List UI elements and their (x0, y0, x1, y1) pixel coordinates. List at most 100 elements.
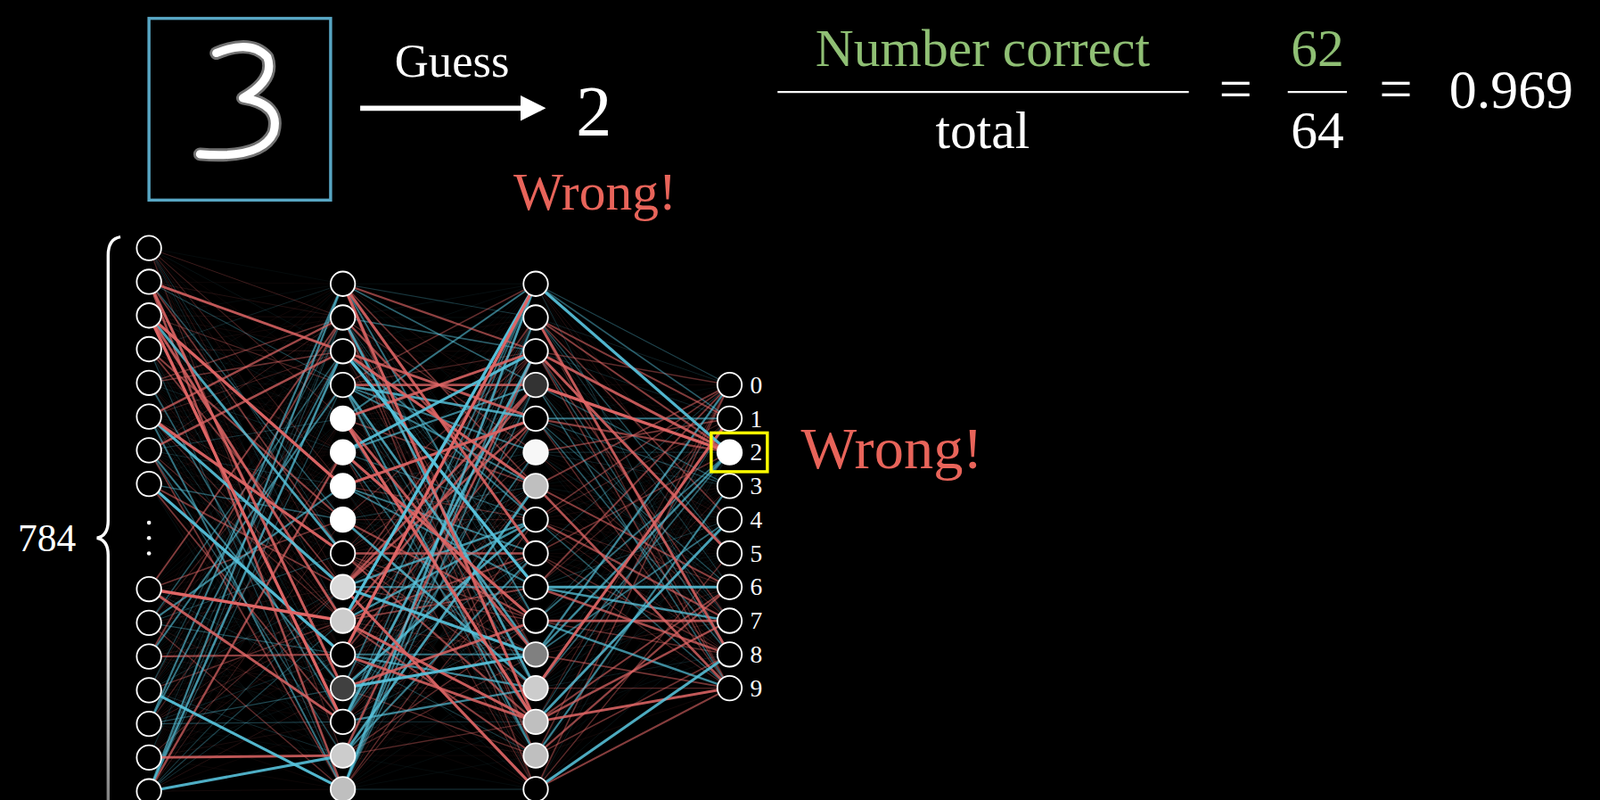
weight-line (343, 317, 536, 789)
weight-line (148, 622, 344, 789)
neuron (330, 742, 355, 767)
output-digit: 6 (749, 574, 763, 599)
input-brace (97, 237, 121, 800)
weight-line (535, 585, 731, 589)
weight-line (148, 484, 344, 655)
neuron (717, 607, 742, 632)
output-digit: 0 (749, 372, 763, 397)
weight-line (343, 283, 536, 688)
weight-line (535, 418, 731, 587)
weight-line (148, 416, 344, 553)
weight-line (535, 687, 731, 689)
weight-line (535, 519, 731, 655)
weight-line (535, 485, 731, 755)
neuron (330, 439, 355, 464)
weight-line (535, 385, 731, 723)
weight-line (148, 586, 344, 791)
weight-line (343, 519, 536, 689)
output-digit: 9 (749, 675, 763, 700)
weight-line (343, 385, 536, 655)
input-count: 784 (17, 518, 76, 558)
highlight-box (711, 432, 768, 472)
weight-line (535, 451, 731, 553)
weight-line (343, 754, 536, 756)
neuron (717, 372, 742, 397)
weight-line (535, 418, 731, 722)
weight-line (148, 247, 344, 621)
weight-line (343, 721, 536, 789)
weight-line (535, 385, 731, 486)
weight-line (343, 620, 536, 722)
neuron (136, 235, 161, 260)
wrong-label: Wrong! (513, 164, 677, 219)
total-count: 64 (1290, 104, 1345, 158)
weight-line (343, 283, 536, 318)
neuron (523, 776, 548, 800)
ellipsis-dot (147, 550, 152, 556)
neuron (523, 541, 548, 566)
neuron (330, 776, 355, 800)
weight-line (535, 317, 731, 452)
handwritten-digit-glow (199, 47, 275, 156)
neuron (136, 471, 161, 496)
weight-line (148, 281, 344, 755)
neuron (717, 541, 742, 566)
weight-line (148, 247, 344, 318)
ellipsis-dot (147, 520, 152, 526)
weight-line (535, 283, 731, 486)
neuron (136, 269, 161, 294)
accuracy-value: 0.969 (1449, 62, 1574, 118)
weight-line (343, 451, 536, 621)
neuron (330, 338, 355, 363)
neuron (523, 473, 548, 498)
weight-line (535, 586, 731, 789)
weight-line (148, 247, 344, 655)
neuron (523, 607, 548, 632)
weight-line (535, 385, 731, 453)
weight-line (148, 586, 344, 723)
weight-line (343, 283, 536, 789)
neuron (330, 507, 355, 532)
neuron (136, 437, 161, 462)
weight-line (148, 315, 344, 723)
neuron (330, 271, 355, 296)
weight-line (535, 485, 731, 587)
numerator-label: Number correct (815, 22, 1150, 76)
weight-line (535, 552, 731, 755)
weight-line (343, 351, 536, 520)
weight-line (535, 418, 731, 587)
neuron (523, 406, 548, 431)
wrong-label: Wrong! (801, 419, 984, 479)
output-digit: 2 (749, 439, 763, 464)
neuron (136, 303, 161, 328)
weight-line (535, 418, 731, 519)
weight-line (535, 451, 731, 621)
weight-line (148, 416, 344, 789)
neuron (523, 507, 548, 532)
weight-line (343, 283, 536, 755)
weight-line (535, 317, 731, 520)
weight-line (343, 283, 536, 755)
weight-line (148, 620, 344, 791)
weight-line (148, 315, 344, 486)
neuron (523, 439, 548, 464)
weight-line (535, 283, 731, 452)
weight-line (535, 519, 731, 789)
weight-line (343, 283, 536, 318)
guess-arrow (360, 105, 542, 111)
weight-line (343, 451, 536, 621)
weight-line (148, 788, 344, 791)
neuron (523, 304, 548, 329)
neuron (136, 778, 161, 800)
weight-line (343, 552, 536, 788)
output-digit: 3 (749, 473, 763, 498)
neuron (523, 271, 548, 296)
weight-line (343, 351, 536, 755)
weight-line (535, 654, 731, 789)
weight-line (148, 754, 344, 757)
output-digit: 8 (749, 641, 763, 666)
weight-line (535, 385, 731, 486)
weight-line (535, 351, 731, 655)
neuron (523, 641, 548, 666)
weight-line (535, 385, 731, 789)
